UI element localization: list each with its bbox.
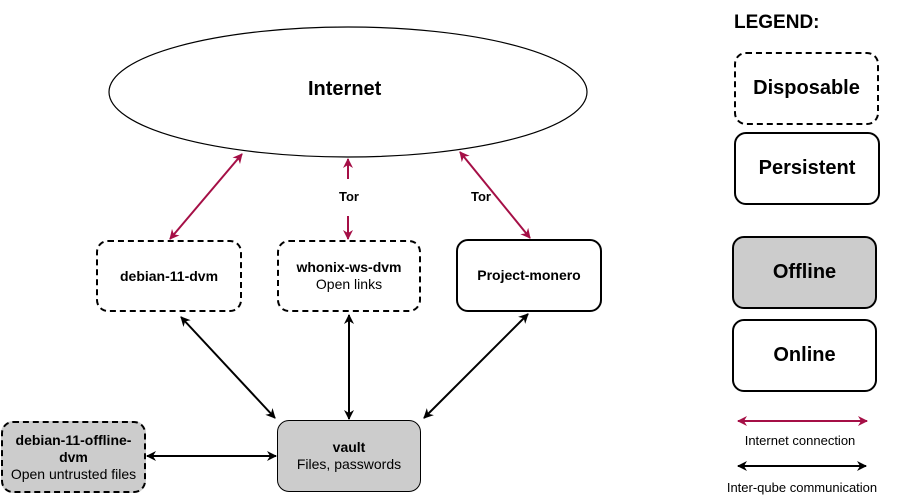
- internet-label: Internet: [308, 78, 382, 100]
- edge-internet-debian-dvm: [169, 153, 243, 240]
- node-debian-11-offline-dvm[interactable]: debian-11-offline-dvm Open untrusted fil…: [1, 421, 146, 493]
- node-title: vault: [332, 439, 366, 455]
- node-title: whonix-ws-dvm: [296, 259, 402, 275]
- node-whonix-ws-dvm[interactable]: whonix-ws-dvm Open links: [277, 240, 421, 312]
- node-vault[interactable]: vault Files, passwords: [277, 420, 421, 492]
- node-subtitle: Files, passwords: [296, 456, 402, 472]
- node-subtitle: Open untrusted files: [10, 465, 137, 482]
- internet-ellipse: [108, 26, 588, 158]
- node-debian-11-dvm[interactable]: debian-11-dvm: [96, 240, 242, 312]
- edge-internet-monero: [459, 151, 531, 239]
- legend-persistent: Persistent: [734, 132, 880, 205]
- legend-title: LEGEND:: [734, 12, 820, 33]
- edge-debian-dvm-vault: [180, 316, 276, 419]
- tor-label-monero: Tor: [471, 189, 491, 204]
- tor-label-whonix: Tor: [337, 189, 361, 204]
- legend-offline: Offline: [732, 236, 877, 309]
- edge-monero-vault: [423, 313, 529, 419]
- node-title: Project-monero: [477, 267, 581, 283]
- legend-online: Online: [732, 319, 877, 392]
- node-subtitle: Open links: [315, 276, 383, 292]
- node-title: debian-11-offline-dvm: [15, 431, 132, 465]
- legend-disposable: Disposable: [734, 52, 879, 125]
- legend-interqube-caption: Inter-qube communication: [726, 480, 878, 495]
- legend-internet-caption: Internet connection: [744, 433, 856, 448]
- node-project-monero[interactable]: Project-monero: [456, 239, 602, 312]
- node-title: debian-11-dvm: [119, 267, 219, 284]
